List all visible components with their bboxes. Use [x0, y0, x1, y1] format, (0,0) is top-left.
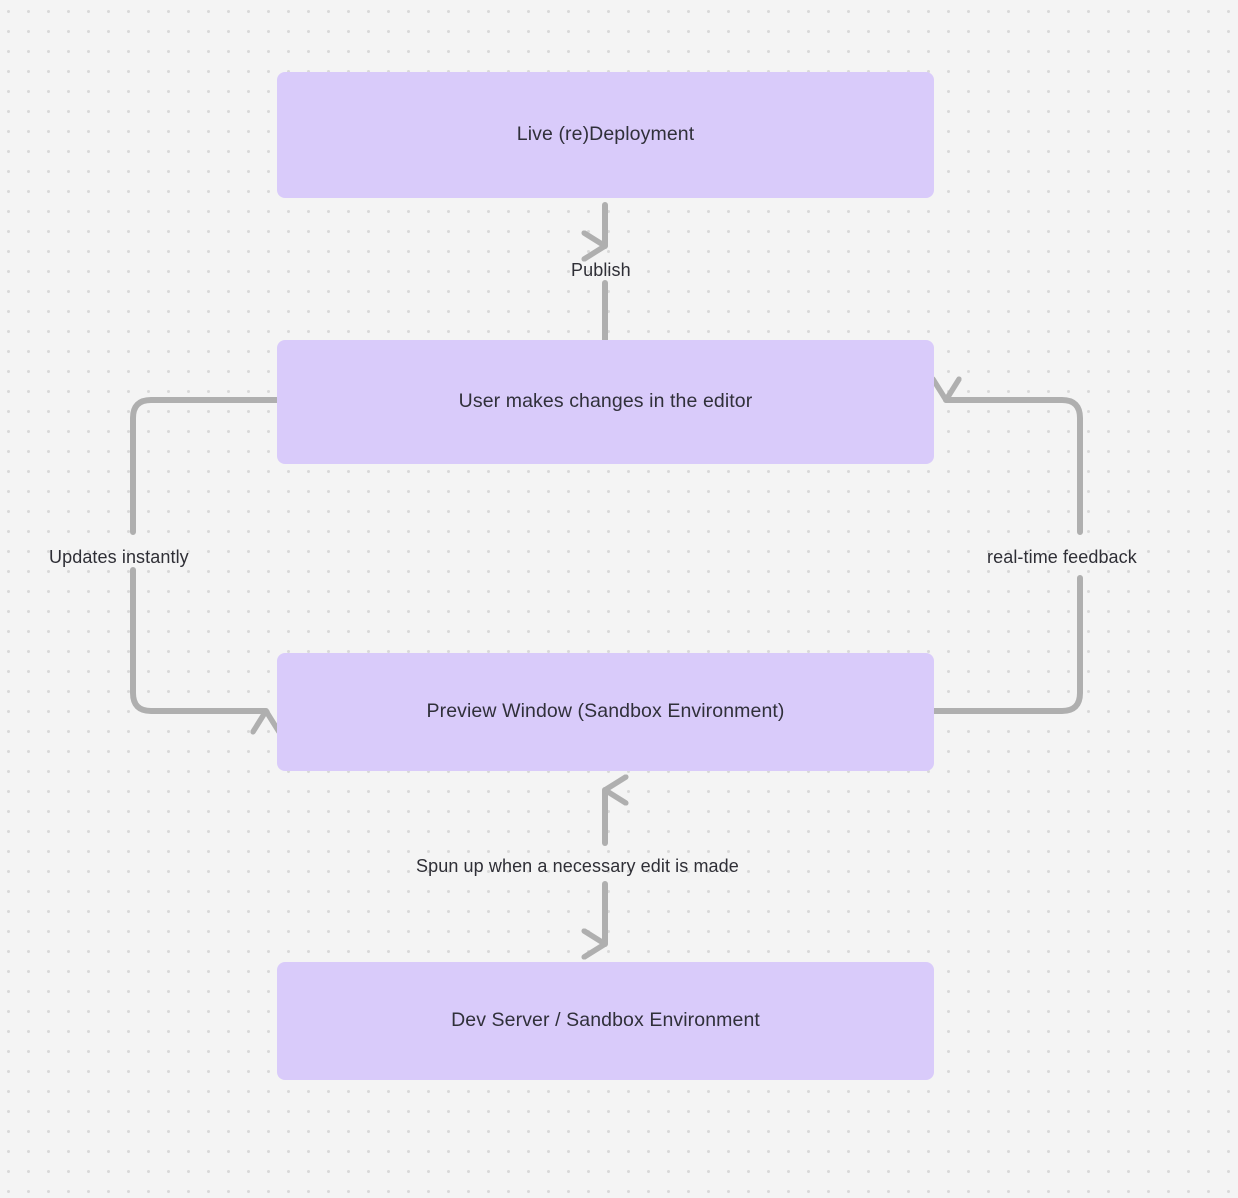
edge-label-publish: Publish [571, 260, 631, 280]
edge-label-real-time-feedback: real-time feedback [987, 547, 1137, 567]
node-preview-window-sandbox-environment[interactable]: Preview Window (Sandbox Environment) [277, 653, 934, 771]
edge-label-spun-up-when-a-necessary-edit-is-made: Spun up when a necessary edit is made [416, 856, 739, 876]
node-label: Live (re)Deployment [516, 123, 695, 146]
node-dev-server-sandbox-environment[interactable]: Dev Server / Sandbox Environment [277, 962, 934, 1080]
node-label: Preview Window (Sandbox Environment) [426, 700, 785, 723]
node-live-deployment[interactable]: Live (re)Deployment [277, 72, 934, 198]
edge-label-updates-instantly: Updates instantly [49, 547, 189, 567]
node-user-makes-changes-in-the-editor[interactable]: User makes changes in the editor [277, 340, 934, 464]
node-label: User makes changes in the editor [458, 390, 753, 413]
node-label: Dev Server / Sandbox Environment [451, 1009, 760, 1032]
